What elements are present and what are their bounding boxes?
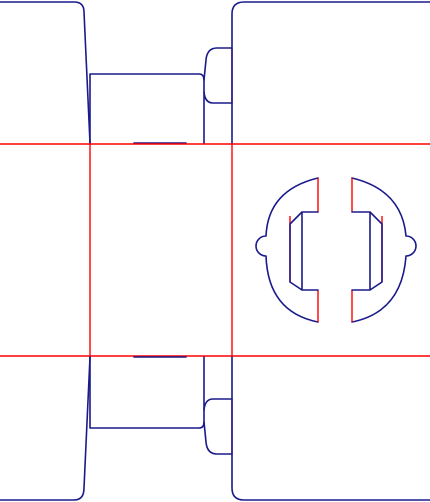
top-locking-tab-cut xyxy=(203,47,233,104)
bottom-locking-tab-cut xyxy=(203,398,233,455)
carry-handle xyxy=(255,177,417,323)
handle-left-fold xyxy=(289,178,319,322)
bottom-dust-flap-cut xyxy=(89,356,205,429)
handle-right-fold xyxy=(351,178,383,322)
bottom-tuck-lid-cut xyxy=(231,356,430,501)
handle-left-inner-cut xyxy=(289,211,319,291)
top-left-flap-cut xyxy=(0,1,91,144)
bottom-section xyxy=(0,356,430,501)
top-section xyxy=(0,1,430,144)
body-section xyxy=(0,143,430,357)
bottom-left-flap-cut xyxy=(0,356,91,501)
handle-right-inner-cut xyxy=(351,211,383,291)
handle-right-outer-cut xyxy=(351,177,417,323)
top-dust-flap-cut xyxy=(89,73,205,144)
top-tuck-lid-cut xyxy=(231,1,430,144)
handle-left-outer-cut xyxy=(255,177,319,323)
